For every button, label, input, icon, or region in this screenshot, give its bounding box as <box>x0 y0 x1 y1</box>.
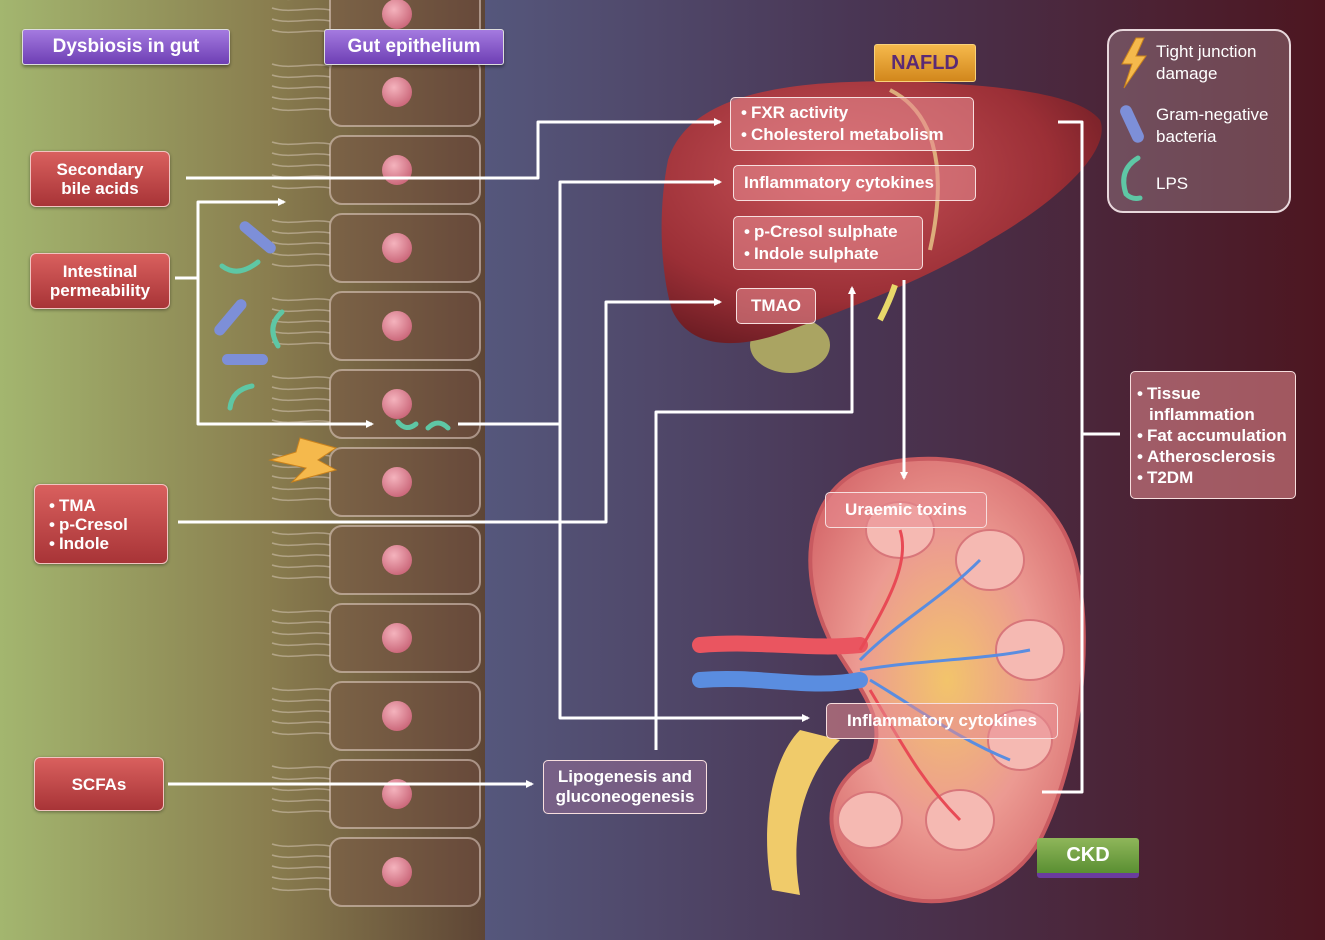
liver-effect-item: Cholesterol metabolism <box>741 124 963 146</box>
outcome-item: T2DM <box>1137 467 1289 488</box>
ckd-label: CKD <box>1037 838 1139 878</box>
microvilli <box>271 141 331 190</box>
lightning-icon <box>1121 37 1147 89</box>
gram-negative-bacteria-icons <box>214 221 276 365</box>
cell-nucleus <box>382 155 412 185</box>
tma-cresol-indole-box: TMA p-Cresol Indole <box>34 484 168 564</box>
microvilli <box>271 297 331 346</box>
fxr-cholesterol-box: FXR activity Cholesterol metabolism <box>730 97 974 151</box>
cell-nucleus <box>382 77 412 107</box>
metabolite-item: TMA <box>49 496 167 515</box>
microvilli <box>271 219 331 268</box>
connector-arrows <box>168 118 1120 794</box>
legend-icons <box>1120 37 1147 201</box>
cell-nucleus <box>382 545 412 575</box>
tight-junction-damage-icon <box>268 437 338 483</box>
kidney-illustration <box>692 456 1086 904</box>
outcome-item: Fat accumulation <box>1137 425 1289 446</box>
liver-effect-item: p-Cresol sulphate <box>744 221 912 243</box>
outcome-item: Tissue <box>1137 383 1289 404</box>
cell-nucleus <box>382 0 412 29</box>
lps-icons <box>219 259 451 431</box>
dysbiosis-header: Dysbiosis in gut <box>22 29 230 65</box>
cell-nucleus <box>382 389 412 419</box>
lps-icon <box>1121 155 1143 201</box>
microvilli <box>271 0 331 34</box>
outcome-item: Atherosclerosis <box>1137 446 1289 467</box>
liver-effect-item: FXR activity <box>741 102 963 124</box>
cell-nucleus <box>382 311 412 341</box>
metabolite-item: Indole <box>49 534 167 553</box>
cell-nucleus <box>382 233 412 263</box>
legend-lps: LPS <box>1156 174 1189 193</box>
microvilli <box>271 687 331 736</box>
tmao-box: TMAO <box>736 288 816 324</box>
microvilli <box>271 609 331 658</box>
cell-nucleus <box>382 623 412 653</box>
microvilli <box>271 63 331 112</box>
kidney-inflammatory-cytokines-box: Inflammatory cytokines <box>826 703 1058 739</box>
cell-nucleus <box>382 779 412 809</box>
nafld-label: NAFLD <box>874 44 976 82</box>
cell-nucleus <box>382 467 412 497</box>
outcomes-box: Tissue inflammation Fat accumulation Ath… <box>1130 371 1296 499</box>
cell-nucleus <box>382 701 412 731</box>
liver-inflammatory-cytokines-box: Inflammatory cytokines <box>733 165 976 201</box>
gut-epithelium-header: Gut epithelium <box>324 29 504 65</box>
liver-effect-item: Indole sulphate <box>744 243 912 265</box>
uraemic-toxins-box: Uraemic toxins <box>825 492 987 528</box>
microvilli <box>271 375 331 424</box>
bacteria-icon <box>1120 105 1144 143</box>
metabolite-item: p-Cresol <box>49 515 167 534</box>
microvilli <box>271 765 331 814</box>
scfas-box: SCFAs <box>34 757 164 811</box>
outcome-item: inflammation <box>1149 404 1255 424</box>
microvilli <box>271 843 331 892</box>
microvilli <box>271 531 331 580</box>
sulphates-box: p-Cresol sulphate Indole sulphate <box>733 216 923 270</box>
cell-nucleus <box>382 857 412 887</box>
